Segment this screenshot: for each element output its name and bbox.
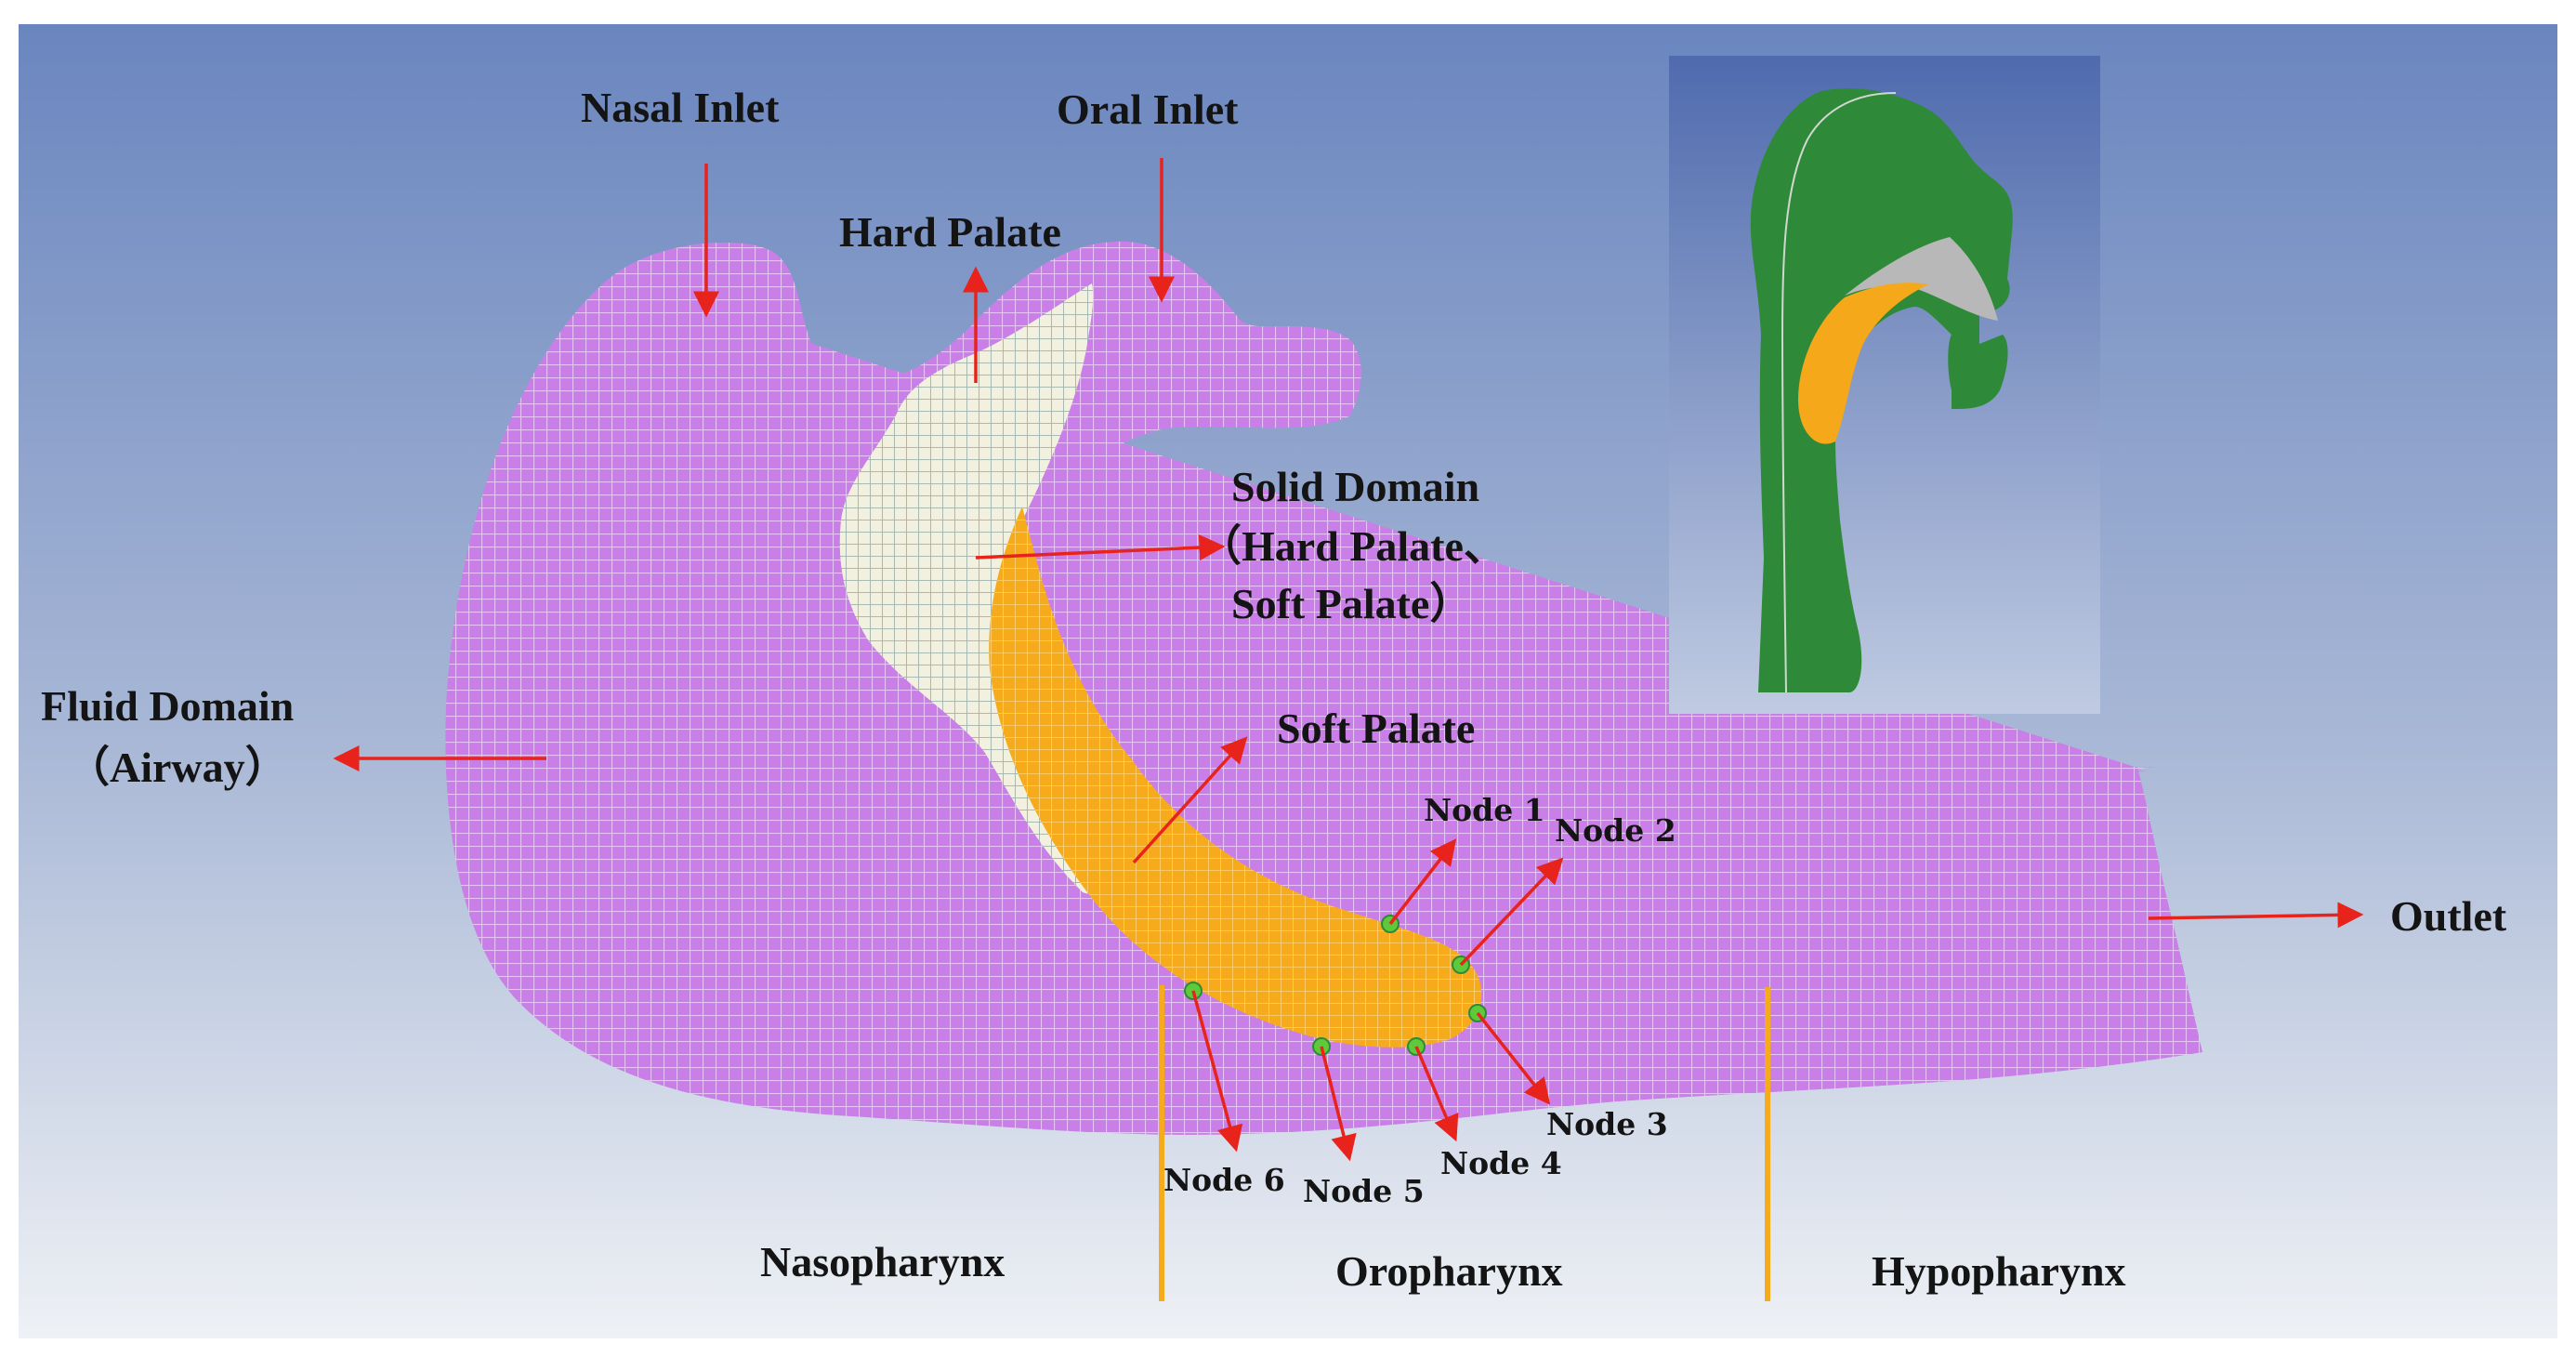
arrow-soft-palate [1132,736,1248,864]
fluid-domain-label-line2: （Airway） [67,744,288,791]
arrow-node-4 [1414,1046,1459,1142]
soft-palate-mesh [989,507,1482,1047]
arrow-node-2 [1459,857,1564,967]
inset-hard-palate-gray [1845,237,1998,321]
arrow-node-3 [1476,1011,1551,1105]
node-5-label: Node 5 [1303,1173,1425,1209]
hypopharynx-label: Hypopharynx [1872,1247,2126,1295]
nasal-inlet-label: Nasal Inlet [581,84,780,131]
arrow-solid-domain [975,534,1226,561]
inset-airway-outline [1781,92,1897,693]
arrow-node-1 [1388,838,1457,926]
fluid-domain-label-line1: Fluid Domain [41,682,295,730]
arrow-node-6 [1191,990,1243,1153]
node-2-label: Node 2 [1555,812,1676,849]
arrow-outlet [2148,902,2364,929]
hard-palate-label: Hard Palate [839,208,1061,256]
soft-palate-label: Soft Palate [1277,705,1476,752]
solid-domain-label-line1: Solid Domain [1231,463,1480,510]
inset-soft-palate-orange [1798,283,1928,444]
solid-domain-label-line2: （Hard Palate、 [1199,522,1506,570]
node-6-label: Node 6 [1163,1162,1285,1198]
nasopharynx-label: Nasopharynx [760,1238,1005,1285]
node-1-label: Node 1 [1424,792,1545,828]
outlet-label: Outlet [2390,892,2507,940]
node-4-label: Node 4 [1440,1145,1562,1181]
solid-domain-label-line3: Soft Palate） [1231,580,1473,627]
hard-palate-mesh [839,283,1097,897]
oral-inlet-label: Oral Inlet [1057,86,1239,133]
oropharynx-label: Oropharynx [1335,1247,1563,1295]
arrow-node-5 [1320,1046,1357,1162]
node-3-label: Node 3 [1546,1106,1668,1142]
fluid-domain-outlet-mesh [1431,768,2202,1101]
